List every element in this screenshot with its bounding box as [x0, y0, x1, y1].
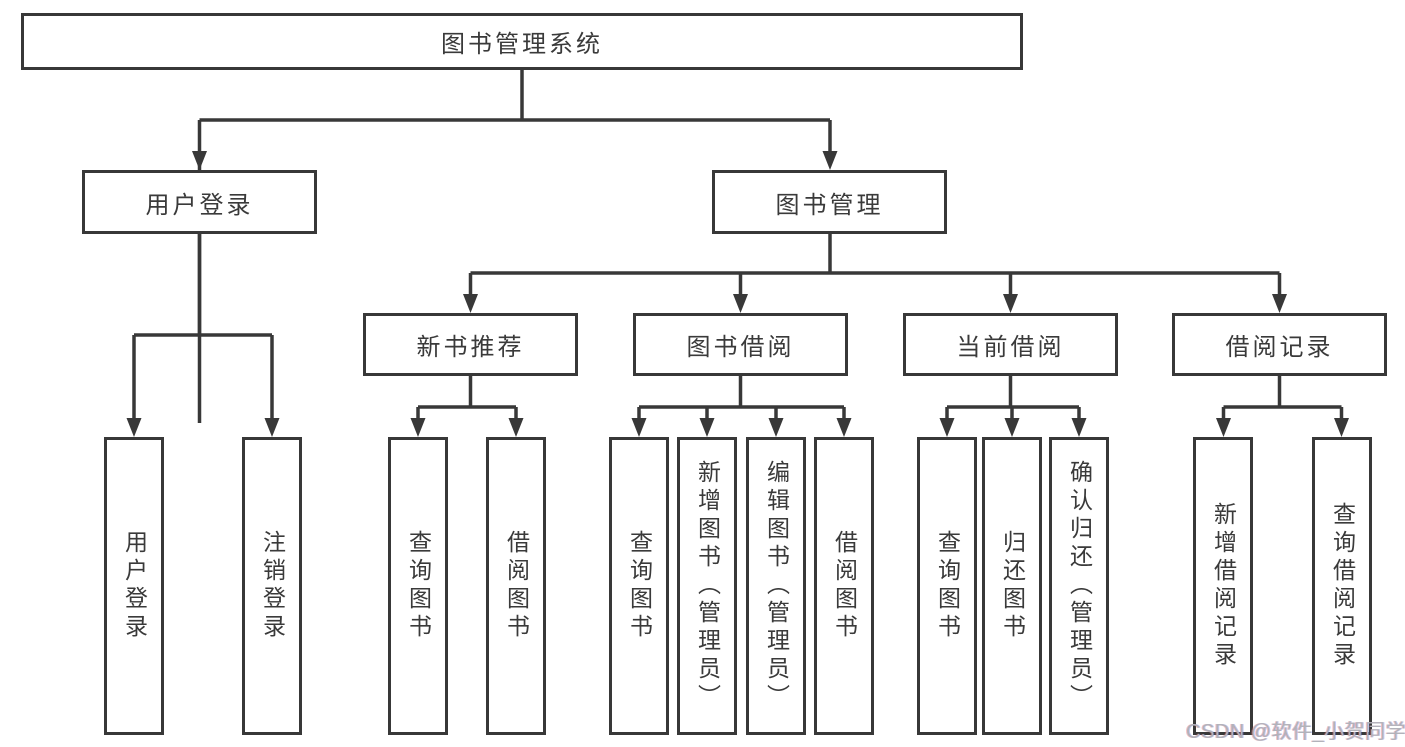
leaf-current-return-books: 归还图书	[982, 437, 1042, 735]
node-label: 借阅图书	[831, 530, 858, 642]
node-label: 图书管理系统	[441, 31, 603, 58]
node-current-borrow: 当前借阅	[903, 313, 1118, 376]
node-root: 图书管理系统	[21, 13, 1023, 70]
node-label: 归还图书	[999, 530, 1026, 642]
leaf-records-query-record: 查询借阅记录	[1312, 437, 1372, 735]
leaf-borrow-borrow-books: 借阅图书	[814, 437, 874, 735]
node-book-borrow: 图书借阅	[633, 313, 848, 376]
leaf-borrow-add-books-admin: 新增图书（管理员）	[677, 437, 737, 735]
node-label: 注销登录	[259, 530, 286, 642]
leaf-borrow-query-books: 查询图书	[609, 437, 669, 735]
leaf-current-confirm-return-admin: 确认归还（管理员）	[1049, 437, 1109, 735]
node-new-book-recommend: 新书推荐	[363, 313, 578, 376]
node-label: 查询借阅记录	[1329, 502, 1356, 670]
node-user-login: 用户登录	[82, 170, 317, 234]
node-label: 新增借阅记录	[1210, 502, 1237, 670]
node-label: 用户登录	[145, 191, 254, 219]
node-label: 查询图书	[405, 530, 432, 642]
node-label: 当前借阅	[956, 334, 1065, 361]
watermark: CSDN @软件_小贺同学	[1186, 721, 1405, 743]
node-label: 图书借阅	[686, 334, 795, 361]
node-label: 新书推荐	[416, 334, 525, 361]
leaf-records-add-record: 新增借阅记录	[1193, 437, 1253, 735]
node-label: 用户登录	[121, 530, 148, 642]
leaf-logout: 注销登录	[242, 437, 302, 735]
connector-book-borrow-children	[637, 376, 846, 423]
connector-current-borrow-children	[945, 376, 1081, 423]
node-borrow-records: 借阅记录	[1172, 313, 1387, 376]
node-label: 图书管理	[775, 191, 884, 219]
node-label: 查询图书	[626, 530, 653, 642]
leaf-current-query-books: 查询图书	[917, 437, 977, 735]
connector-root-to-level2	[197, 70, 832, 423]
node-label: 编辑图书（管理员）	[763, 460, 790, 712]
node-label: 查询图书	[934, 530, 961, 642]
node-label: 借阅图书	[503, 530, 530, 642]
leaf-recommend-borrow-books: 借阅图书	[486, 437, 546, 735]
node-book-management: 图书管理	[712, 170, 947, 234]
connector-borrow-records-children	[1221, 376, 1344, 423]
connector-user-login-children	[132, 233, 274, 423]
leaf-user-login: 用户登录	[104, 437, 164, 735]
node-label: 新增图书（管理员）	[694, 460, 721, 712]
leaf-recommend-query-books: 查询图书	[388, 437, 448, 735]
leaf-borrow-edit-books-admin: 编辑图书（管理员）	[746, 437, 806, 735]
arrowhead-icons	[126, 151, 1349, 437]
connector-book-management-children	[468, 233, 1282, 299]
connector-new-book-children	[416, 376, 518, 423]
node-label: 借阅记录	[1225, 334, 1334, 361]
node-label: 确认归还（管理员）	[1066, 460, 1093, 712]
